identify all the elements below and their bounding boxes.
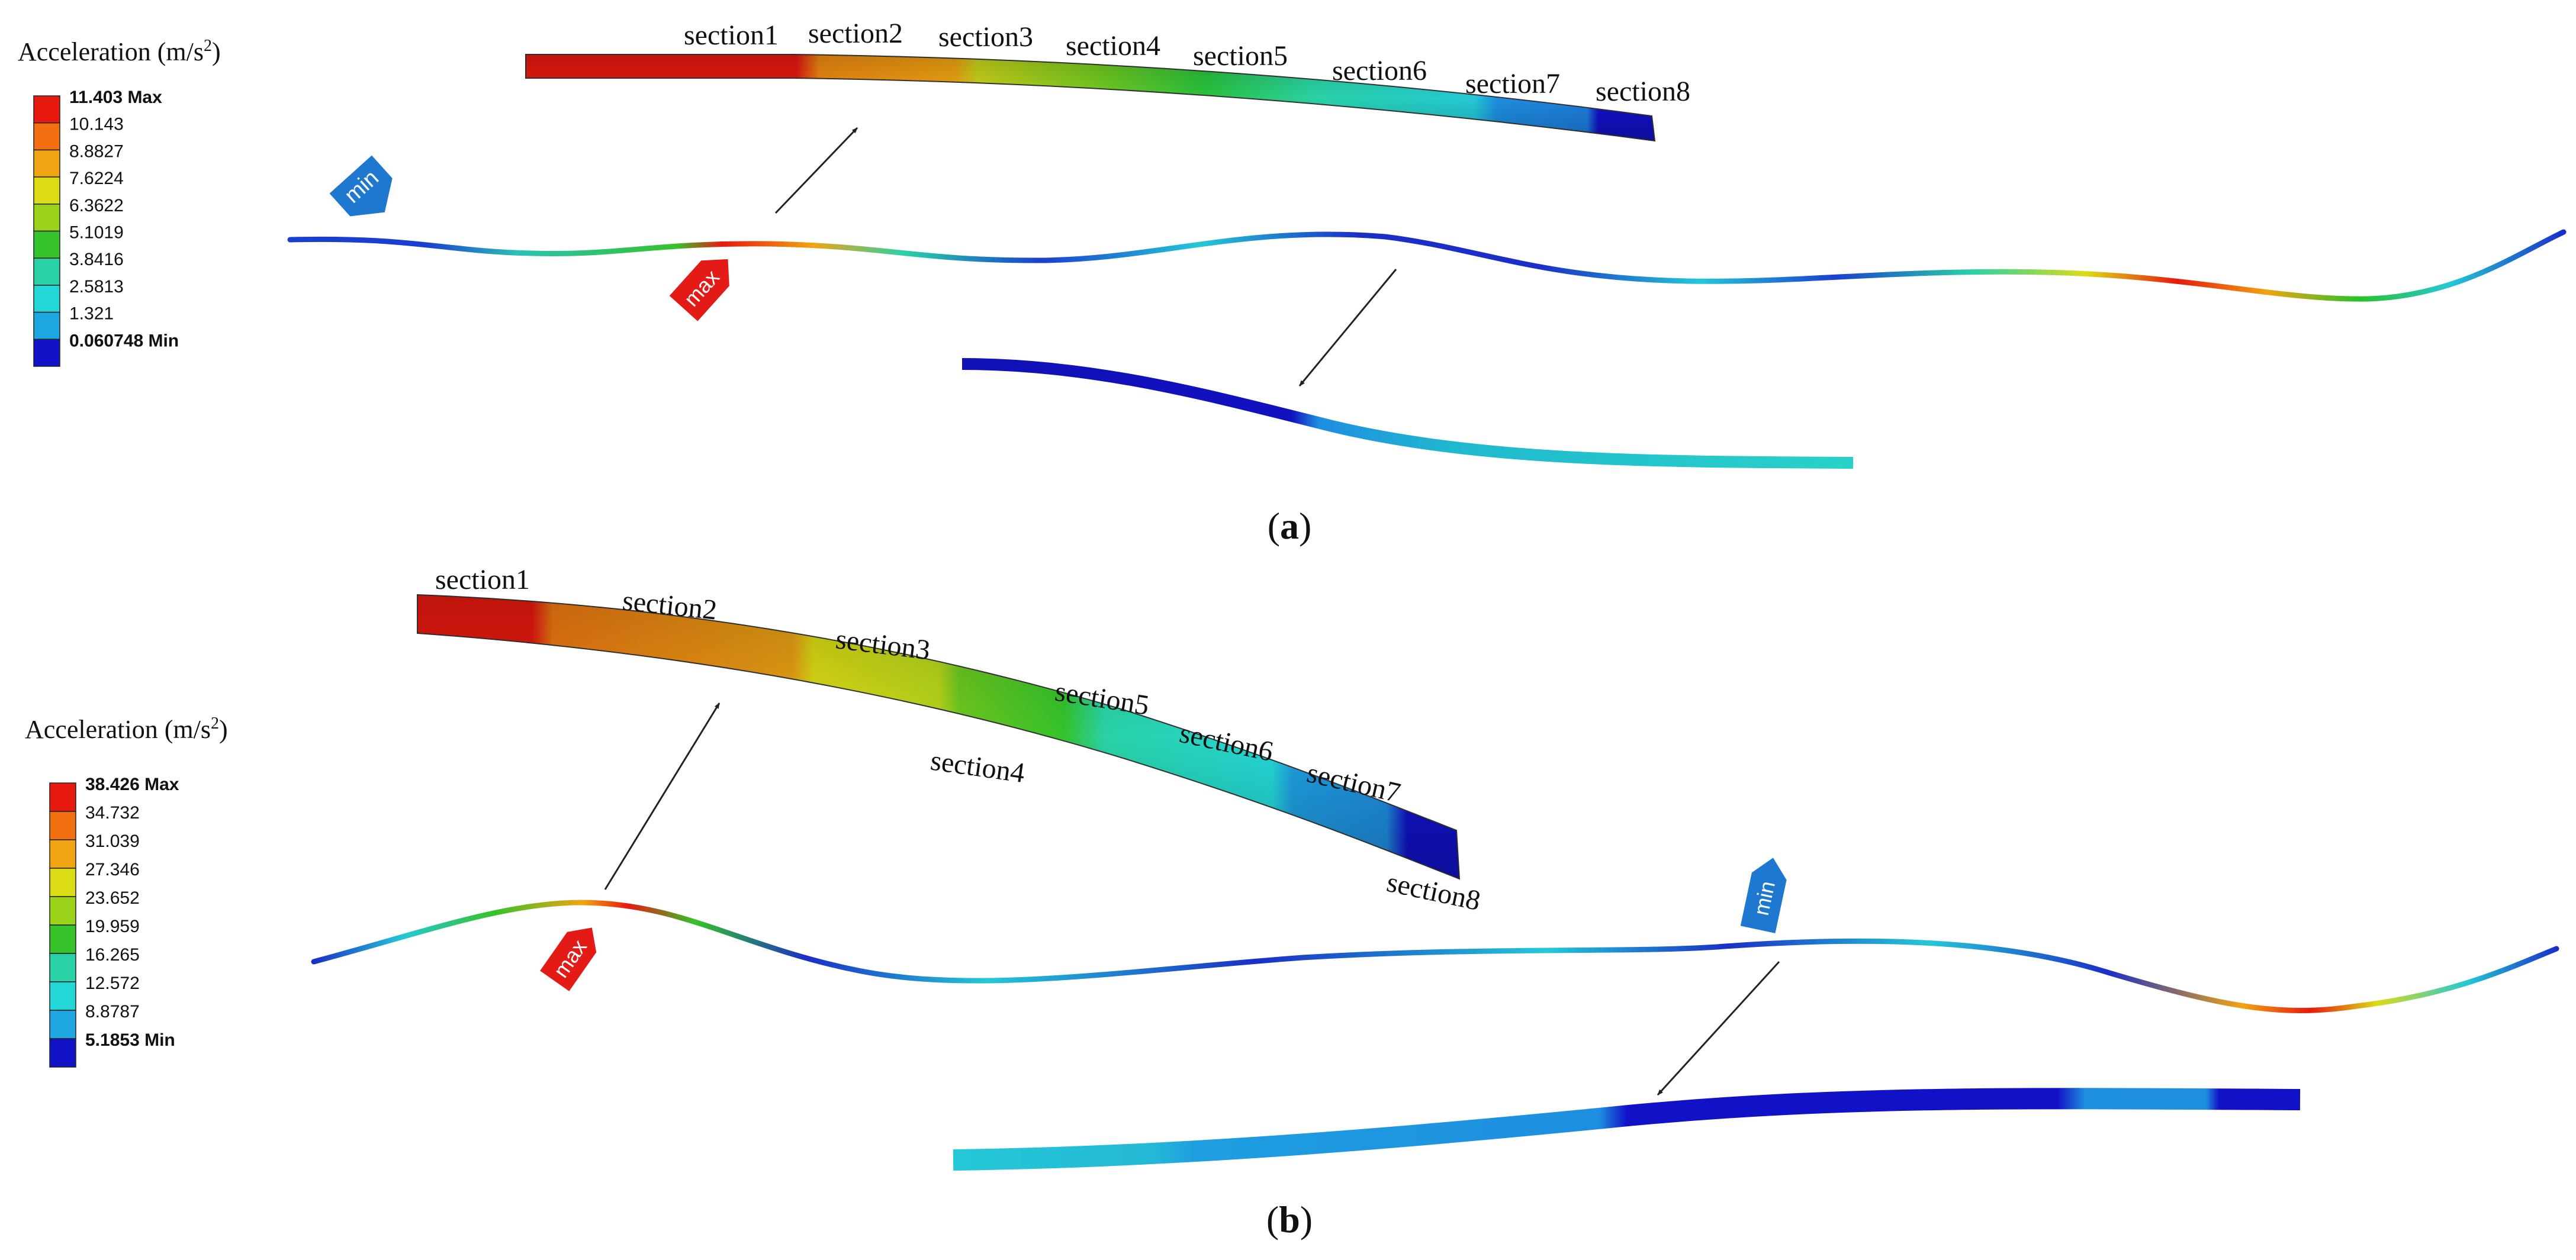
legend-swatch xyxy=(33,149,60,178)
legend-b-ticks: 38.426 Max 34.732 31.039 27.346 23.652 19.959… xyxy=(85,775,179,1050)
legend-tick-label: 27.346 xyxy=(85,860,140,879)
legend-swatch xyxy=(49,981,76,1011)
section-label: section8 xyxy=(1596,76,1690,107)
max-marker-b: max xyxy=(540,927,597,991)
legend-tick-label: 3.8416 xyxy=(69,250,124,269)
legend-a: Acceleration (m/s2) 11.403 Max 10.143 8.88… xyxy=(18,37,221,367)
legend-tick-label: 1.321 xyxy=(69,304,114,324)
section-label: section1 xyxy=(435,564,530,595)
legend-swatch xyxy=(33,122,60,151)
legend-b-title: Acceleration (m/s2) xyxy=(25,714,228,744)
legend-swatch xyxy=(49,839,76,869)
section-label: section6 xyxy=(1332,55,1427,86)
legend-tick-label: 5.1019 xyxy=(69,223,124,243)
legend-swatch xyxy=(33,311,60,340)
section-label: section4 xyxy=(928,745,1027,789)
beam-detail-a xyxy=(961,358,1854,469)
section-label: section2 xyxy=(808,18,903,49)
section-labels-a: section1 section2 section3 section4 sect… xyxy=(684,18,1690,107)
legend-tick-label: 10.143 xyxy=(69,115,124,134)
legend-tick-label: 8.8787 xyxy=(85,1002,140,1021)
legend-tick-label: 12.572 xyxy=(85,974,140,993)
beam-full-b xyxy=(311,900,2559,1013)
beam-zoom-a xyxy=(525,54,1656,142)
legend-swatch xyxy=(33,176,60,205)
legend-swatch xyxy=(33,95,60,124)
legend-swatch xyxy=(33,204,60,232)
arrow-to-zoom-b xyxy=(604,702,721,890)
legend-swatch xyxy=(33,339,60,367)
legend-swatch xyxy=(49,924,76,954)
legend-max-label: 11.403 Max xyxy=(69,88,162,107)
legend-tick-label: 7.6224 xyxy=(69,169,124,188)
caption-a: (a) xyxy=(1268,505,1312,547)
legend-swatch xyxy=(49,811,76,840)
section-label: section7 xyxy=(1465,68,1560,99)
legend-tick-label: 6.3622 xyxy=(69,196,124,215)
legend-swatch xyxy=(49,868,76,897)
beam-full-a xyxy=(287,229,2567,302)
legend-swatch xyxy=(49,1038,76,1068)
arrow-to-detail-b xyxy=(1657,961,1780,1096)
legend-swatch xyxy=(49,953,76,982)
min-marker-a: min xyxy=(329,155,393,217)
legend-tick-label: 16.265 xyxy=(85,945,140,965)
legend-a-title: Acceleration (m/s2) xyxy=(18,37,221,66)
min-marker-b: min xyxy=(1740,858,1787,933)
section-label: section4 xyxy=(1066,30,1160,62)
legend-swatch xyxy=(49,896,76,926)
legend-b: Acceleration (m/s2) 38.426 Max 34.732 31.0… xyxy=(25,714,228,1068)
panel-b: Acceleration (m/s2) 38.426 Max 34.732 31.0… xyxy=(25,564,2559,1240)
caption-b: (b) xyxy=(1266,1198,1313,1240)
legend-swatch xyxy=(33,285,60,313)
legend-swatch xyxy=(49,782,76,812)
legend-min-label: 0.060748 Min xyxy=(69,331,179,350)
legend-tick-label: 34.732 xyxy=(85,803,140,823)
legend-tick-label: 31.039 xyxy=(85,832,140,851)
legend-b-colorbar xyxy=(49,782,76,1068)
legend-min-label: 5.1853 Min xyxy=(85,1030,175,1050)
section-label: section1 xyxy=(684,20,779,51)
section-label: section5 xyxy=(1193,40,1288,72)
legend-a-ticks: 11.403 Max 10.143 8.8827 7.6224 6.3622 5.1019… xyxy=(69,88,179,350)
beam-detail-b xyxy=(953,1088,2301,1171)
legend-tick-label: 8.8827 xyxy=(69,141,124,161)
legend-swatch xyxy=(49,1010,76,1039)
max-marker-a: max xyxy=(669,259,729,321)
arrow-to-detail-a xyxy=(1298,269,1397,386)
section-label: section8 xyxy=(1384,866,1483,917)
legend-swatch xyxy=(33,230,60,259)
section-label: section3 xyxy=(938,21,1033,53)
legend-tick-label: 2.5813 xyxy=(69,277,124,297)
legend-max-label: 38.426 Max xyxy=(85,775,179,794)
legend-swatch xyxy=(33,257,60,286)
panel-a: Acceleration (m/s2) 11.403 Max 10.143 8.88… xyxy=(18,18,2567,547)
legend-tick-label: 23.652 xyxy=(85,888,140,908)
legend-tick-label: 19.959 xyxy=(85,917,140,936)
arrow-to-zoom-a xyxy=(774,127,858,214)
legend-a-colorbar xyxy=(33,95,60,367)
beam-zoom-b xyxy=(417,594,1461,880)
